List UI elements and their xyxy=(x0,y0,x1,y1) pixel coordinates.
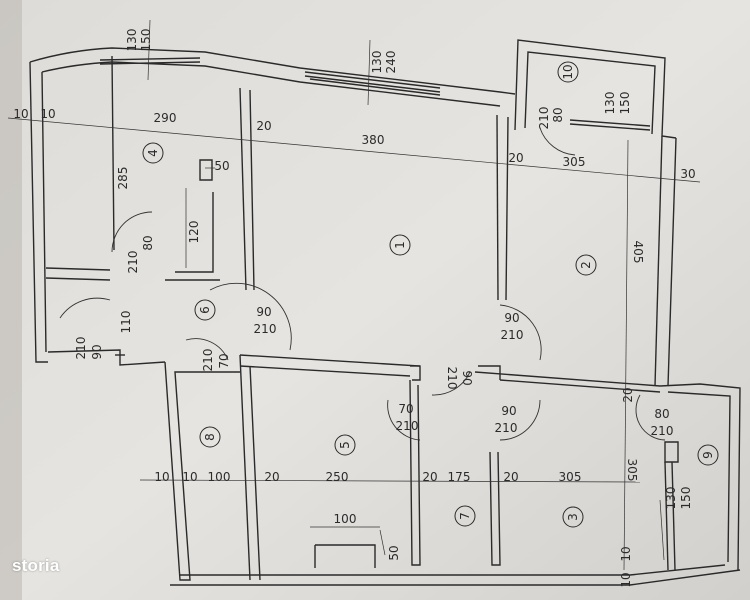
room-number-3: 3 xyxy=(566,513,580,521)
dim-mid-240: 240 xyxy=(384,51,398,74)
room-circle-5 xyxy=(334,434,356,456)
dim-b10b: 10 xyxy=(182,470,197,484)
dim-b10d: 10 xyxy=(619,572,633,587)
dim-d90-6: 90 xyxy=(256,305,271,319)
dim-w50: 50 xyxy=(214,159,229,173)
dim-left-10b: 10 xyxy=(40,107,55,121)
dim-d80: 80 xyxy=(141,235,155,250)
door-arc-10 xyxy=(539,127,576,156)
dim-b10c: 10 xyxy=(619,546,633,561)
dim-b250: 250 xyxy=(326,470,349,484)
dim-w305-top: 305 xyxy=(563,155,586,169)
room-circle-9 xyxy=(697,444,719,466)
door-arc-9 xyxy=(635,394,666,441)
dim-w130-9: 130 xyxy=(664,487,678,510)
dim-d210-5: 210 xyxy=(396,419,419,433)
dim-d210-left: 210 xyxy=(74,337,88,360)
room-circle-2 xyxy=(575,254,597,276)
dim-h285: 285 xyxy=(116,167,130,190)
dim-b305: 305 xyxy=(559,470,582,484)
dim-b20a: 20 xyxy=(264,470,279,484)
dim-top-130: 130 xyxy=(125,29,139,52)
dim-d90-left: 90 xyxy=(90,344,104,359)
dim-h405: 405 xyxy=(631,241,645,264)
room-number-9: 9 xyxy=(701,451,715,459)
dim-h110: 110 xyxy=(119,311,133,334)
room-number-1: 1 xyxy=(393,241,407,249)
dim-d210-3: 210 xyxy=(495,421,518,435)
dim-d80-9: 80 xyxy=(654,407,669,421)
door-arc-4 xyxy=(111,211,153,253)
room-number-2: 2 xyxy=(579,261,593,269)
door-arc-corridor xyxy=(431,371,471,396)
door-arc-left xyxy=(59,297,111,319)
dim-d90-corridor: 90 xyxy=(460,370,474,385)
dim-d210-6: 210 xyxy=(254,322,277,336)
dim-left-10a: 10 xyxy=(13,107,28,121)
dim-w290: 290 xyxy=(154,111,177,125)
dim-h305: 305 xyxy=(625,459,639,482)
dim-r10-210: 210 xyxy=(537,107,551,130)
room-circle-4 xyxy=(142,142,164,164)
door-arcs xyxy=(59,127,666,441)
dim-r10-150: 150 xyxy=(618,92,632,115)
room-number-10: 10 xyxy=(561,64,575,79)
door-arc-8 xyxy=(185,338,229,361)
door-arc-2 xyxy=(499,304,542,361)
dim-w20a: 20 xyxy=(256,119,271,133)
dim-d210a: 210 xyxy=(126,251,140,274)
dim-w150-9: 150 xyxy=(679,487,693,510)
dim-w20c: 20 xyxy=(621,387,635,402)
dim-w30: 30 xyxy=(680,167,695,181)
dim-w20b: 20 xyxy=(508,151,523,165)
room-circle-3 xyxy=(562,506,584,528)
dim-h120: 120 xyxy=(187,221,201,244)
dim-w100-5: 100 xyxy=(334,512,357,526)
door-arc-6 xyxy=(209,282,292,351)
door-arc-3 xyxy=(499,399,541,441)
dim-d90-3: 90 xyxy=(501,404,516,418)
dim-mid-130: 130 xyxy=(370,51,384,74)
dim-d70-8: 70 xyxy=(217,353,231,368)
room-circle-10 xyxy=(557,61,579,83)
room-number-5: 5 xyxy=(338,441,352,449)
dim-d210-corridor: 210 xyxy=(445,367,459,390)
paper-shadow xyxy=(0,0,22,600)
room-circle-1 xyxy=(389,234,411,256)
room-number-6: 6 xyxy=(198,306,212,314)
dim-d70-5: 70 xyxy=(398,402,413,416)
room-numbers: 1 2 3 4 5 6 7 8 9 10 xyxy=(146,64,715,520)
room-circle-7 xyxy=(454,505,476,527)
dimension-lines xyxy=(7,19,701,571)
dim-b20b: 20 xyxy=(422,470,437,484)
dim-b10a: 10 xyxy=(154,470,169,484)
room-circles xyxy=(142,61,719,528)
room-number-4: 4 xyxy=(146,149,160,157)
dim-b20c: 20 xyxy=(503,470,518,484)
walls xyxy=(29,39,741,586)
door-arc-5 xyxy=(387,399,421,441)
dim-r10-80: 80 xyxy=(551,107,565,122)
dim-d210-8: 210 xyxy=(201,349,215,372)
storia-watermark: storia xyxy=(12,556,60,575)
dim-top-150: 150 xyxy=(139,29,153,52)
dim-b175: 175 xyxy=(448,470,471,484)
dim-d210-2: 210 xyxy=(501,328,524,342)
room-circle-8 xyxy=(199,426,221,448)
dim-r10-130: 130 xyxy=(603,92,617,115)
dimension-labels: 150 130 240 130 150 130 80 210 10 10 290… xyxy=(13,29,695,588)
dim-w50-5: 50 xyxy=(387,545,401,560)
dim-b100: 100 xyxy=(208,470,231,484)
room-circle-6 xyxy=(194,299,216,321)
dim-d210-9: 210 xyxy=(651,424,674,438)
dim-d90-2: 90 xyxy=(504,311,519,325)
dim-w380: 380 xyxy=(362,133,385,147)
room-number-8: 8 xyxy=(203,433,217,441)
room-number-7: 7 xyxy=(458,512,472,520)
